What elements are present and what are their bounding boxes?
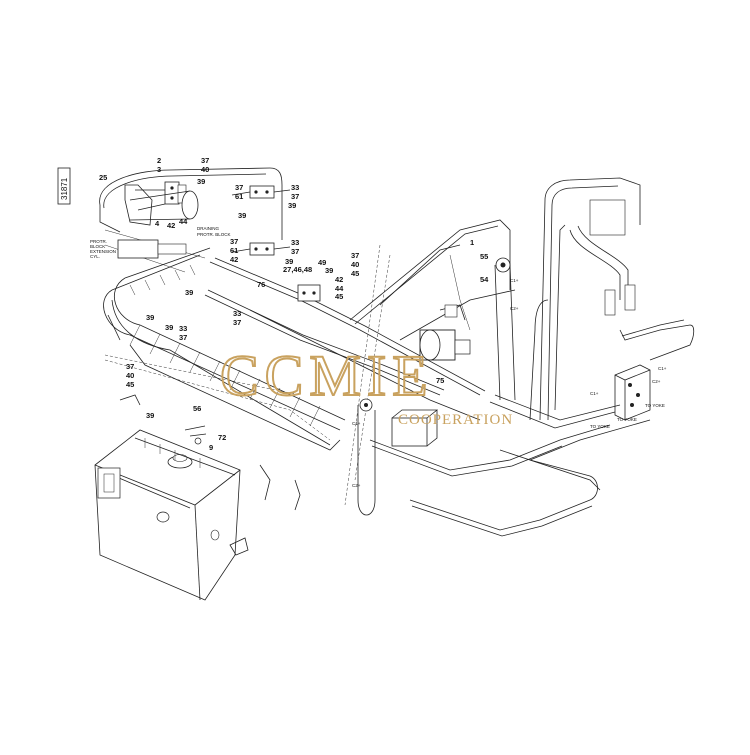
callout: 9 (209, 443, 213, 452)
top-valve-block-2 (231, 185, 291, 199)
fittings-left (119, 394, 301, 511)
callout: 76 (257, 280, 265, 289)
callout: 55 (480, 252, 488, 261)
watermark-main: CCMIE (220, 343, 434, 408)
callout: 49 (318, 258, 326, 267)
callout: 3 (157, 165, 161, 174)
callout: 39 (146, 411, 154, 420)
callouts: 2 3 37 40 25 39 4 42 44 37 61 39 33 37 3… (99, 156, 489, 452)
notes: DRAINING PROTR. BLOCK PROTR. BLOCK EXTEN… (90, 226, 667, 488)
hose-lines (99, 167, 695, 537)
note: CYL. (90, 254, 100, 259)
callout: 37 (235, 183, 243, 192)
callout: 44 (335, 284, 344, 293)
note: C2+ (652, 379, 661, 384)
note: TO YOKE (590, 424, 610, 429)
callout: 2 (157, 156, 161, 165)
note: C1+ (658, 366, 667, 371)
callout: 39 (165, 323, 173, 332)
hydraulic-tank (94, 429, 249, 601)
callout: 37 (179, 333, 187, 342)
top-valve-block-1 (124, 181, 187, 226)
callout: 40 (351, 260, 359, 269)
callout: 39 (185, 288, 193, 297)
callout: 42 (230, 255, 238, 264)
note: DRAINING (197, 226, 220, 231)
callout: 37 (291, 247, 299, 256)
callout: 45 (351, 269, 359, 278)
callout: 75 (436, 376, 444, 385)
callout: 72 (218, 433, 226, 442)
callout: 39 (285, 257, 293, 266)
callout: 54 (480, 275, 489, 284)
callout: 40 (126, 371, 134, 380)
callout: 39 (146, 313, 154, 322)
note: C1+ (510, 278, 519, 283)
callout: 33 (291, 183, 299, 192)
callout: 27,46,48 (283, 265, 312, 274)
callout: 39 (238, 211, 246, 220)
callout: 37 (126, 362, 134, 371)
drawing-number: 31871 (60, 177, 69, 200)
callout: 33 (233, 309, 241, 318)
extension-cylinder-block (117, 190, 199, 259)
note: EXTENSION (90, 249, 116, 254)
watermark: CCMIE COOPERATION (219, 342, 513, 428)
callout: 42 (335, 275, 343, 284)
note: C1+ (352, 421, 361, 426)
note: PROTR. (90, 239, 107, 244)
note: C2+ (510, 306, 519, 311)
callout: 61 (235, 192, 243, 201)
note: TO YOKE (645, 403, 665, 408)
note: C1+ (590, 391, 599, 396)
callout: 37 (233, 318, 241, 327)
callout: 44 (179, 217, 188, 226)
right-manifold (589, 199, 651, 421)
callout: 37 (230, 237, 238, 246)
top-valve-block-3 (231, 242, 291, 256)
callout: 37 (291, 192, 299, 201)
callout: 37 (351, 251, 359, 260)
callout: 39 (197, 177, 205, 186)
drawing-number-box: 31871 (57, 167, 71, 205)
callout: 39 (288, 201, 296, 210)
cable-chain (103, 247, 346, 451)
callout: 42 (167, 221, 175, 230)
note: PROTR. BLOCK (197, 232, 231, 237)
callout: 39 (325, 266, 333, 275)
callout: 56 (193, 404, 201, 413)
center-valve-block (297, 284, 321, 302)
callout: 40 (201, 165, 209, 174)
note: C2+ (352, 483, 361, 488)
callout: 25 (99, 173, 107, 182)
callout: 33 (179, 324, 187, 333)
swing-cylinder (494, 257, 516, 401)
pump-motor (419, 304, 471, 361)
callout: 45 (126, 380, 134, 389)
note: BLOCK (90, 244, 105, 249)
lift-cylinder (357, 398, 439, 516)
callout: 4 (155, 219, 160, 228)
watermark-sub: COOPERATION (398, 412, 513, 428)
callout: 37 (201, 156, 209, 165)
callout: 1 (470, 238, 474, 247)
callout: 61 (230, 246, 238, 255)
note: TO YOKE (617, 417, 637, 422)
callout: 33 (291, 238, 299, 247)
callout: 45 (335, 292, 343, 301)
